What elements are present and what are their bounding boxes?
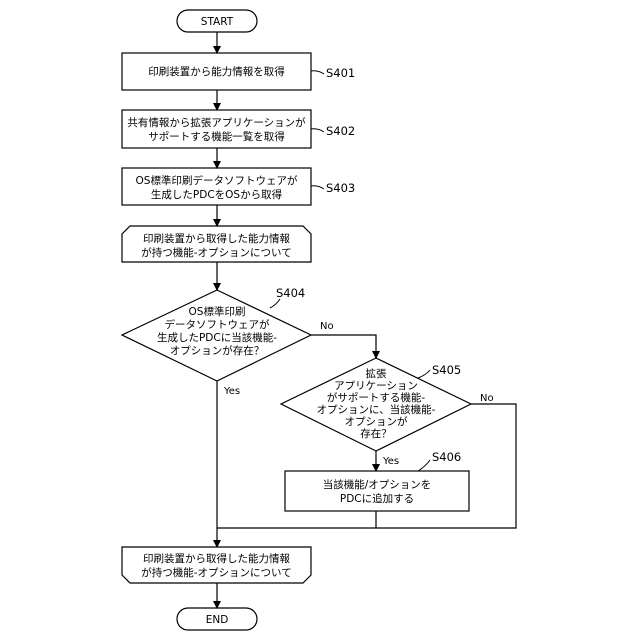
decision-s404-id: S404 — [276, 286, 305, 300]
step-s401-text: 印刷装置から能力情報を取得 — [148, 65, 285, 78]
s405-no-label: No — [480, 393, 494, 404]
loop-start-line2: が持つ機能-オプションについて — [141, 246, 291, 259]
decision-s404-line4: オプションが存在？ — [170, 344, 265, 357]
step-s401: 印刷装置から能力情報を取得 — [122, 53, 311, 90]
loop-start: 印刷装置から取得した能力情報 が持つ機能-オプションについて — [122, 226, 311, 262]
step-s402-line1: 共有情報から拡張アプリケーションが — [127, 116, 306, 129]
decision-s405-line5: オプションが — [345, 415, 408, 428]
decision-s404-line2: データソフトウェアが — [165, 318, 270, 331]
step-s402-line2: サポートする機能一覧を取得 — [148, 130, 285, 143]
end-terminator: END — [177, 608, 257, 630]
step-s402-id: S402 — [326, 124, 355, 138]
edge-s404-no — [311, 335, 376, 358]
decision-s405-line2: アプリケーション — [334, 380, 418, 392]
loop-end-line1: 印刷装置から取得した能力情報 — [143, 552, 290, 565]
decision-s405-line1: 拡張 — [366, 367, 387, 380]
start-label: START — [201, 16, 234, 28]
decision-s404-line1: OS標準印刷 — [189, 305, 246, 318]
loop-start-line1: 印刷装置から取得した能力情報 — [143, 232, 290, 245]
end-label: END — [206, 614, 229, 626]
step-s406: 当該機能/オプションを PDCに追加する — [285, 471, 469, 511]
step-s402: 共有情報から拡張アプリケーションが サポートする機能一覧を取得 — [122, 110, 311, 148]
step-s406-line1: 当該機能/オプションを — [323, 478, 432, 491]
step-s406-line2: PDCに追加する — [340, 492, 414, 505]
step-s403: OS標準印刷データソフトウェアが 生成したPDCをOSから取得 — [122, 168, 311, 205]
step-s401-id: S401 — [326, 66, 355, 80]
loop-end: 印刷装置から取得した能力情報 が持つ機能-オプションについて — [122, 547, 311, 583]
decision-s404-line3: 生成したPDCに当該機能- — [157, 331, 277, 344]
decision-s405-line4: オプションに、当該機能- — [317, 403, 436, 416]
loop-end-line2: が持つ機能-オプションについて — [141, 566, 291, 579]
step-s403-line2: 生成したPDCをOSから取得 — [151, 188, 282, 201]
s404-yes-label: Yes — [223, 386, 240, 397]
decision-s404: OS標準印刷 データソフトウェアが 生成したPDCに当該機能- オプションが存在… — [122, 290, 311, 381]
s404-no-label: No — [320, 321, 334, 332]
decision-s405-line3: がサポートする機能- — [327, 391, 425, 404]
start-terminator: START — [177, 10, 257, 32]
step-s403-line1: OS標準印刷データソフトウェアが — [136, 174, 298, 187]
s405-yes-label: Yes — [382, 456, 399, 467]
step-s406-id: S406 — [432, 450, 461, 464]
step-s403-id: S403 — [326, 181, 355, 195]
decision-s405-line6: 存在？ — [360, 427, 392, 440]
decision-s405-id: S405 — [432, 363, 461, 377]
